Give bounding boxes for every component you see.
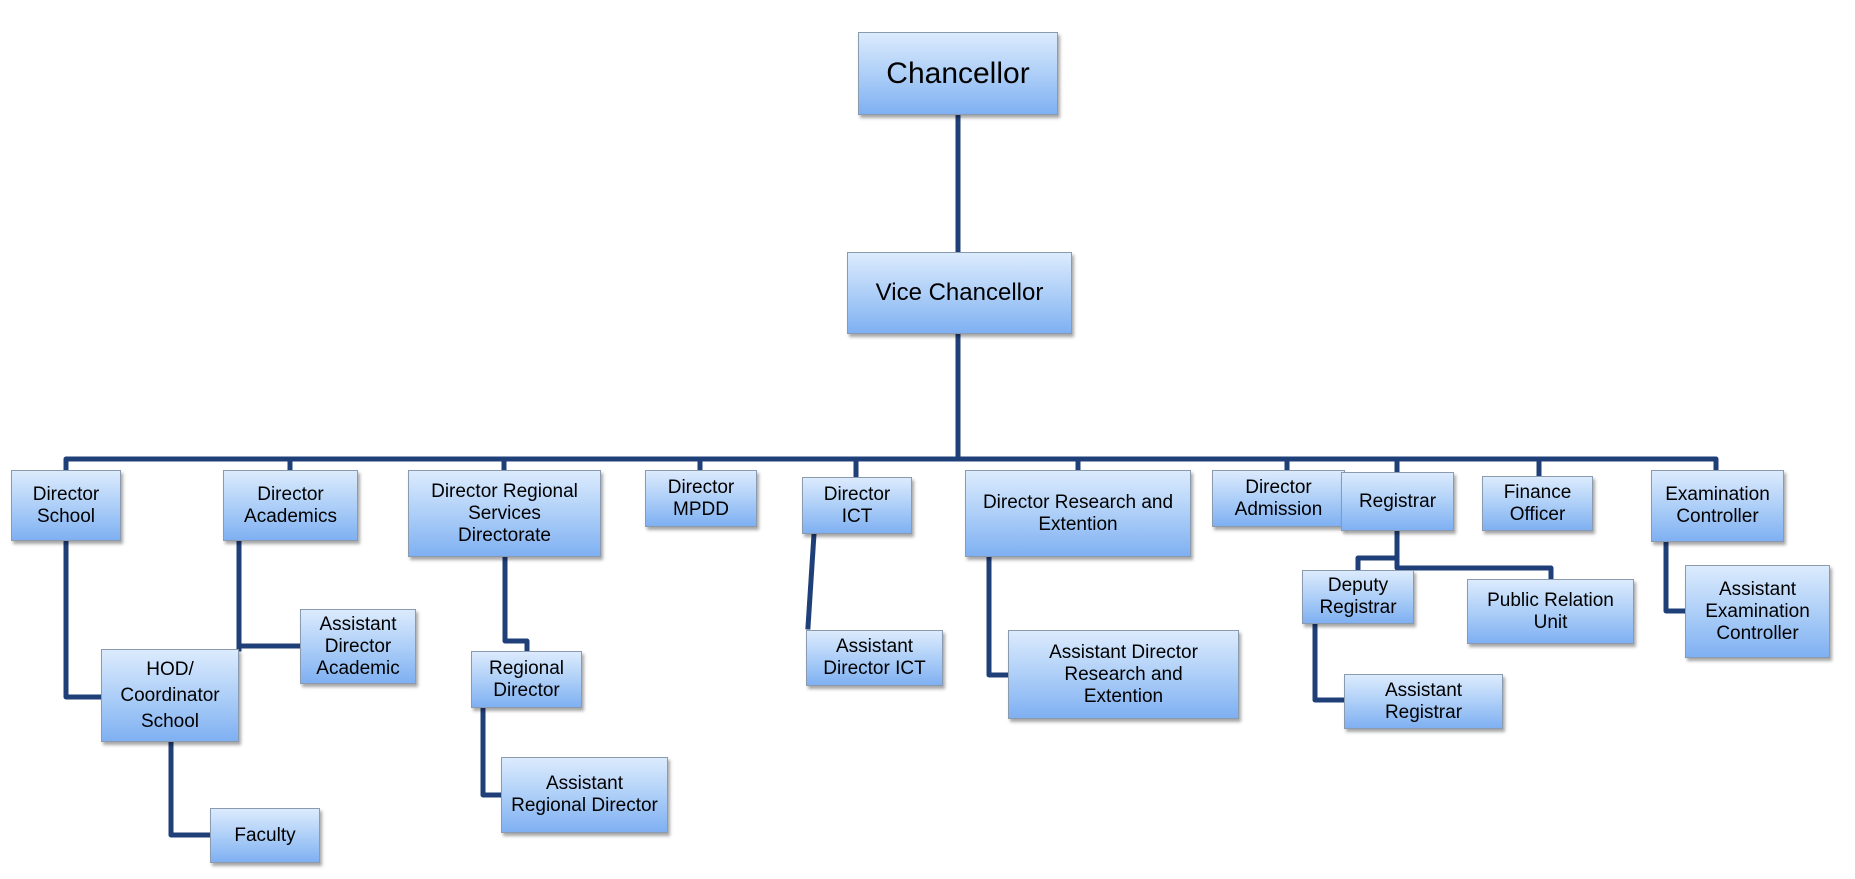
node-director-mpdd: Director MPDD [645, 470, 757, 527]
node-deputy-registrar: Deputy Registrar [1302, 570, 1414, 624]
node-director-academics: Director Academics [223, 470, 358, 541]
node-vice-chancellor: Vice Chancellor [847, 252, 1072, 334]
node-assistant-director-ict: Assistant Director ICT [806, 630, 943, 686]
node-director-admission: Director Admission [1212, 470, 1345, 527]
node-public-relation-unit: Public Relation Unit [1467, 579, 1634, 644]
node-hod-coordinator-school: HOD/ Coordinator School [101, 649, 239, 742]
node-assistant-director-research: Assistant Director Research and Extentio… [1008, 630, 1239, 719]
node-director-ict: Director ICT [802, 477, 912, 534]
node-assistant-regional-director: Assistant Regional Director [501, 757, 668, 833]
node-examination-controller: Examination Controller [1651, 470, 1784, 542]
node-registrar: Registrar [1341, 472, 1454, 531]
node-regional-director: Regional Director [471, 651, 582, 708]
node-faculty: Faculty [210, 808, 320, 863]
node-director-research: Director Research and Extention [965, 470, 1191, 557]
node-director-regional-services: Director Regional Services Directorate [408, 470, 601, 557]
node-director-school: Director School [11, 470, 121, 541]
node-finance-officer: Finance Officer [1482, 476, 1593, 531]
node-assistant-registrar: Assistant Registrar [1344, 674, 1503, 729]
node-chancellor: Chancellor [858, 32, 1058, 115]
node-assistant-examination-controller: Assistant Examination Controller [1685, 565, 1830, 658]
node-assistant-director-academic: Assistant Director Academic [300, 609, 416, 684]
